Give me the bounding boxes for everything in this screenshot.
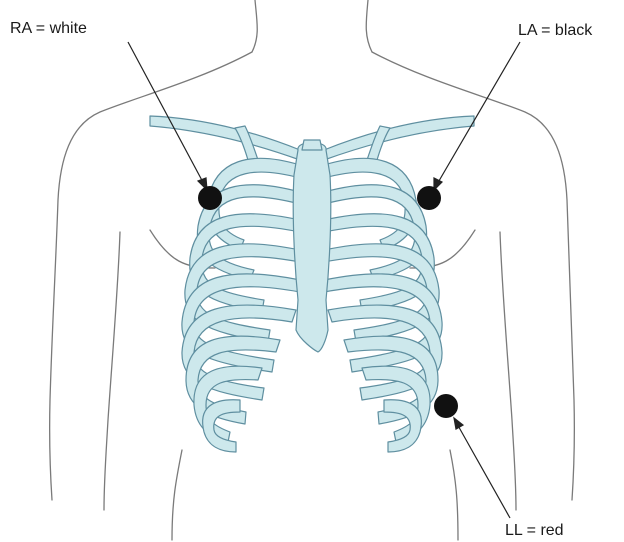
ra-leader-line <box>128 42 205 186</box>
left-arm-electrode <box>417 186 441 210</box>
la-leader-line <box>436 42 520 186</box>
rib-cage <box>150 116 474 452</box>
ra-label: RA = white <box>10 20 87 38</box>
ll-leader-line <box>456 422 510 518</box>
ll-arrowhead <box>454 418 463 429</box>
right-arm-electrode <box>198 186 222 210</box>
ll-label: LL = red <box>505 522 564 540</box>
left-leg-electrode <box>434 394 458 418</box>
la-label: LA = black <box>518 22 592 40</box>
